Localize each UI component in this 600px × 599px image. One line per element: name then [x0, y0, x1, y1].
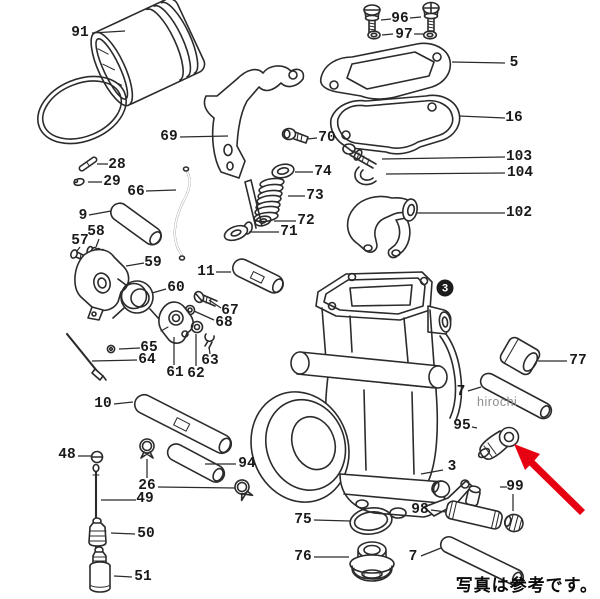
part-label-66-12: 66 — [127, 184, 144, 200]
assembly-3-badge-text: 3 — [442, 283, 448, 295]
leader-lines — [76, 16, 567, 578]
part-label-61-27: 61 — [166, 365, 184, 381]
part-63-drawing — [204, 333, 215, 349]
part-3-drawing — [250, 271, 473, 519]
part-26-drawing — [139, 438, 254, 502]
part-61-drawing — [158, 301, 194, 344]
part-48-drawing — [90, 450, 104, 464]
part-62-drawing — [190, 320, 204, 334]
part-102-drawing — [346, 195, 418, 259]
part-label-67-23: 67 — [221, 303, 238, 319]
part-67-drawing — [193, 290, 218, 307]
part-label-62-28: 62 — [187, 366, 204, 382]
part-label-102-7: 102 — [506, 205, 532, 221]
part-label-16-4: 16 — [505, 110, 522, 126]
part-label-73-20: 73 — [306, 188, 323, 204]
part-label-26-32: 26 — [138, 478, 155, 494]
part-label-29-11: 29 — [103, 174, 120, 190]
part-label-69-8: 69 — [160, 129, 177, 145]
part-60-drawing — [112, 278, 160, 320]
part-28-drawing — [78, 156, 98, 172]
part-98-drawing — [431, 480, 503, 530]
part-label-75-37: 75 — [294, 512, 311, 528]
part-77-drawing — [499, 336, 541, 376]
part-label-51-35: 51 — [134, 569, 152, 585]
part-label-98-44: 98 — [411, 502, 428, 518]
part-label-70-9: 70 — [318, 130, 335, 146]
part-label-57-15: 57 — [71, 233, 88, 249]
part-label-28-10: 28 — [108, 157, 125, 173]
part-70-drawing — [281, 127, 309, 144]
part-label-76-38: 76 — [294, 549, 311, 565]
part-label-103-5: 103 — [506, 149, 532, 165]
part-97-drawing — [367, 30, 438, 40]
part-10-drawing — [133, 393, 233, 455]
part-91-drawing — [36, 0, 206, 145]
assembly-3-badge: 3 — [436, 279, 454, 297]
part-label-99-43: 99 — [506, 479, 523, 495]
part-label-58-14: 58 — [87, 224, 104, 240]
part-69-drawing — [203, 65, 305, 179]
part-51-drawing — [89, 546, 111, 593]
part-76-drawing — [349, 541, 395, 582]
part-label-50-34: 50 — [137, 526, 154, 542]
part-label-97-2: 97 — [395, 27, 412, 43]
part-65-drawing — [106, 344, 116, 354]
part-label-7-45: 7 — [409, 549, 418, 565]
part-96-drawing — [363, 1, 440, 33]
part-label-63-29: 63 — [201, 353, 218, 369]
part-label-59-16: 59 — [144, 255, 161, 271]
part-label-74-19: 74 — [314, 164, 332, 180]
part-75-drawing — [349, 506, 393, 536]
part-label-3-39: 3 — [448, 459, 457, 475]
watermark-text: hirochi — [477, 395, 517, 409]
part-label-49-33: 49 — [136, 491, 153, 507]
part-label-91-0: 91 — [71, 25, 89, 41]
part-64-drawing — [65, 332, 107, 381]
part-label-64-26: 64 — [138, 352, 156, 368]
photo-reference-caption: 写真は参考です。 — [456, 575, 598, 595]
part-label-9-13: 9 — [79, 208, 88, 224]
part-label-48-31: 48 — [58, 447, 75, 463]
part-5-drawing — [319, 42, 452, 100]
part-label-71-22: 71 — [280, 224, 298, 240]
part-label-72-21: 72 — [297, 213, 314, 229]
part-label-104-6: 104 — [507, 165, 533, 181]
part-label-77-40: 77 — [569, 353, 586, 369]
part-103-drawing — [342, 143, 377, 169]
part-label-60-17: 60 — [167, 280, 184, 296]
part-94-drawing — [166, 443, 226, 483]
part-label-96-1: 96 — [391, 11, 408, 27]
part-label-5-3: 5 — [510, 55, 519, 71]
part-104-drawing — [354, 166, 377, 186]
part-label-7-41: 7 — [457, 384, 466, 400]
part-7-top-drawing — [479, 372, 553, 420]
part-71-drawing — [223, 179, 263, 242]
part-label-65-25: 65 — [140, 340, 157, 356]
part-74-drawing — [271, 163, 295, 179]
part-73-drawing — [253, 177, 285, 223]
part-29-drawing — [73, 177, 85, 187]
part-label-94-36: 94 — [238, 456, 256, 472]
part-99-drawing — [503, 513, 524, 533]
part-11-drawing — [232, 258, 284, 294]
part-label-10-30: 10 — [94, 396, 111, 412]
part-label-95-42: 95 — [453, 418, 470, 434]
part-7-bottom-drawing — [439, 535, 525, 587]
part-9-drawing — [110, 202, 162, 246]
part-59-drawing — [74, 248, 130, 321]
part-95-drawing — [477, 426, 520, 460]
part-50-drawing — [88, 517, 107, 547]
part-label-11-18: 11 — [197, 264, 215, 280]
part-label-68-24: 68 — [215, 315, 232, 331]
red-arrow-annotation — [514, 444, 585, 515]
part-66-drawing — [173, 166, 191, 261]
